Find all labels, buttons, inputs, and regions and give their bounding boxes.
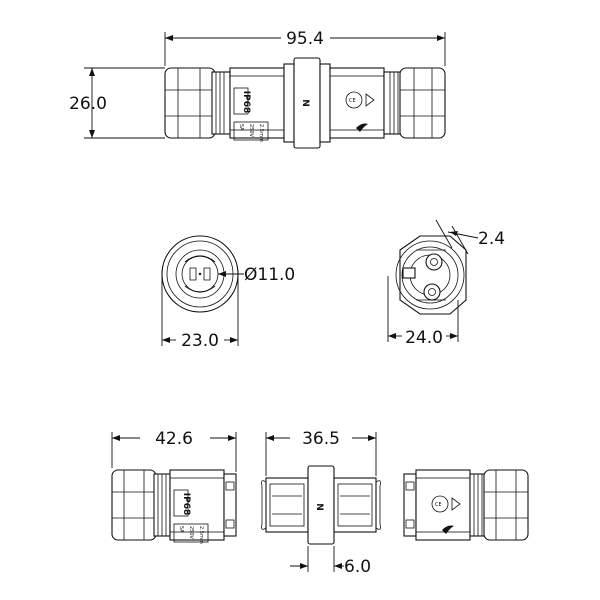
coupler-face-view: [395, 235, 467, 315]
dim-male-length: 42.6: [111, 429, 237, 472]
male-gland-nut: [111, 469, 157, 541]
ring-width-label: 6.0: [344, 557, 371, 577]
dim-pin-size: 2.4: [435, 219, 505, 255]
right-gland-nut: [399, 67, 446, 139]
coupler-right-half: [333, 477, 377, 533]
coupler-neutral-mark: N: [314, 503, 324, 511]
rating-line-1: 5A: [238, 124, 244, 131]
male-rating-line-2: 250V: [188, 526, 194, 540]
overall-length-label: 95.4: [286, 29, 324, 49]
pin-bottom: [423, 283, 441, 301]
dim-cable-diameter: Ø11.0: [218, 265, 295, 285]
female-half-view: CE: [403, 469, 529, 541]
ip-rating-text: IP68: [241, 91, 251, 113]
coupler-width-label: 24.0: [405, 328, 443, 348]
pin-top: [425, 253, 443, 271]
ce-mark-text: CE: [349, 98, 356, 104]
full-connector-view: IP68 5A 250V 2.5mm N CE: [164, 57, 446, 149]
coupler-side-view: N: [261, 465, 381, 545]
male-ip-rating-text: IP68: [181, 493, 191, 515]
male-rating-line-1: 5A: [178, 526, 184, 533]
dim-ring-width: 6.0: [290, 546, 371, 577]
dim-coupler-length: 36.5: [265, 429, 377, 476]
female-ce-icon: [431, 495, 449, 513]
male-half-view: IP68 5A 250V 2.5mm: [111, 469, 237, 544]
male-length-label: 42.6: [155, 429, 193, 449]
female-warning-icon: [451, 497, 461, 511]
rating-line-2: 250V: [248, 124, 254, 138]
rating-label-box: [233, 121, 269, 141]
coupler-hex-body: [399, 235, 467, 315]
pin-size-label: 2.4: [478, 229, 505, 249]
ip-label-box: [233, 87, 249, 115]
logo-icon: [356, 123, 368, 132]
ce-mark-icon: [345, 91, 363, 109]
left-gland-nut: [164, 67, 216, 139]
dim-height: 26.0: [69, 67, 165, 139]
coupler-length-label: 36.5: [302, 429, 340, 449]
dim-end-outer-diameter: 23.0: [161, 274, 239, 351]
rating-line-3: 2.5mm: [258, 124, 264, 142]
coupler-left-half: [265, 477, 309, 533]
warning-triangle-icon: [365, 93, 375, 107]
end-outer-diameter-label: 23.0: [181, 331, 219, 351]
dim-coupler-width: 24.0: [387, 276, 459, 348]
cable-diameter-label: Ø11.0: [244, 265, 295, 285]
pin-left: [402, 267, 416, 279]
height-label: 26.0: [69, 94, 107, 114]
neutral-mark: N: [300, 99, 310, 107]
female-logo-icon: [442, 525, 454, 534]
dim-overall-length: 95.4: [164, 29, 446, 66]
male-rating-line-3: 2.5mm: [198, 526, 204, 544]
female-gland-nut: [483, 469, 529, 541]
female-ce-text: CE: [435, 502, 442, 508]
